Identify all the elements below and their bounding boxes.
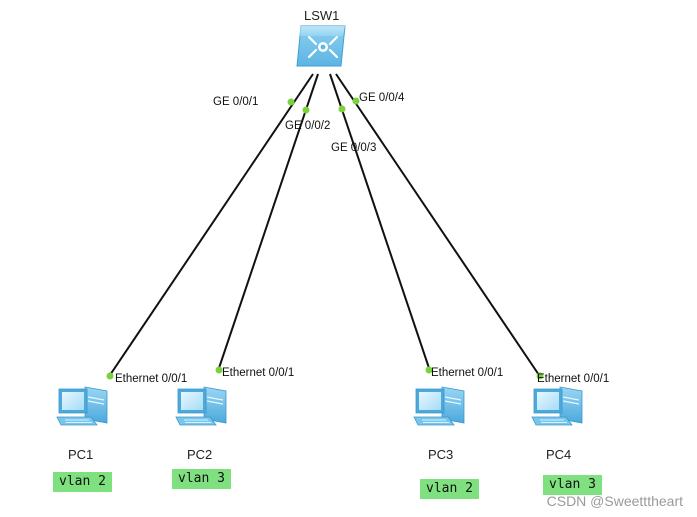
switch-port-label-3: GE 0/0/3 (331, 142, 376, 154)
port-dot-pc2 (215, 366, 223, 374)
port-dot-ge001 (287, 98, 295, 106)
link-line-pc3 (329, 73, 431, 372)
switch-port-label-2: GE 0/0/2 (285, 120, 330, 132)
link-line-pc1 (107, 73, 314, 379)
pc2-icon[interactable] (175, 386, 227, 426)
vlan-tag-pc2: vlan 3 (172, 469, 231, 489)
pc1-name: PC1 (68, 447, 93, 462)
port-dot-pc4 (536, 372, 544, 380)
port-dot-ge004 (352, 97, 360, 105)
link-line-pc4 (335, 73, 542, 379)
pc3-icon[interactable] (413, 386, 465, 426)
pc1-icon[interactable] (56, 386, 108, 426)
pc4-name: PC4 (546, 447, 571, 462)
switch-port-label-1: GE 0/0/1 (213, 96, 258, 108)
switch-name: LSW1 (304, 8, 339, 23)
pc4-icon[interactable] (531, 386, 583, 426)
link-line-pc2 (217, 73, 319, 372)
pc-port-label-3: Ethernet 0/0/1 (431, 367, 503, 379)
switch-port-label-4: GE 0/0/4 (359, 92, 405, 104)
vlan-tag-pc4: vlan 3 (543, 475, 602, 495)
pc-port-label-4: Ethernet 0/0/1 (537, 373, 609, 385)
port-dot-pc1 (106, 372, 114, 380)
pc-port-label-1: Ethernet 0/0/1 (115, 373, 187, 385)
switch-icon[interactable] (296, 25, 346, 67)
pc3-name: PC3 (428, 447, 453, 462)
pc-port-label-2: Ethernet 0/0/1 (222, 367, 294, 379)
port-dot-ge002 (302, 106, 310, 114)
vlan-tag-pc3: vlan 2 (420, 479, 479, 499)
watermark: CSDN @Sweetttheart (546, 493, 683, 509)
vlan-tag-pc1: vlan 2 (53, 472, 112, 492)
port-dot-ge003 (338, 105, 346, 113)
port-dot-pc3 (425, 366, 433, 374)
pc2-name: PC2 (187, 447, 212, 462)
